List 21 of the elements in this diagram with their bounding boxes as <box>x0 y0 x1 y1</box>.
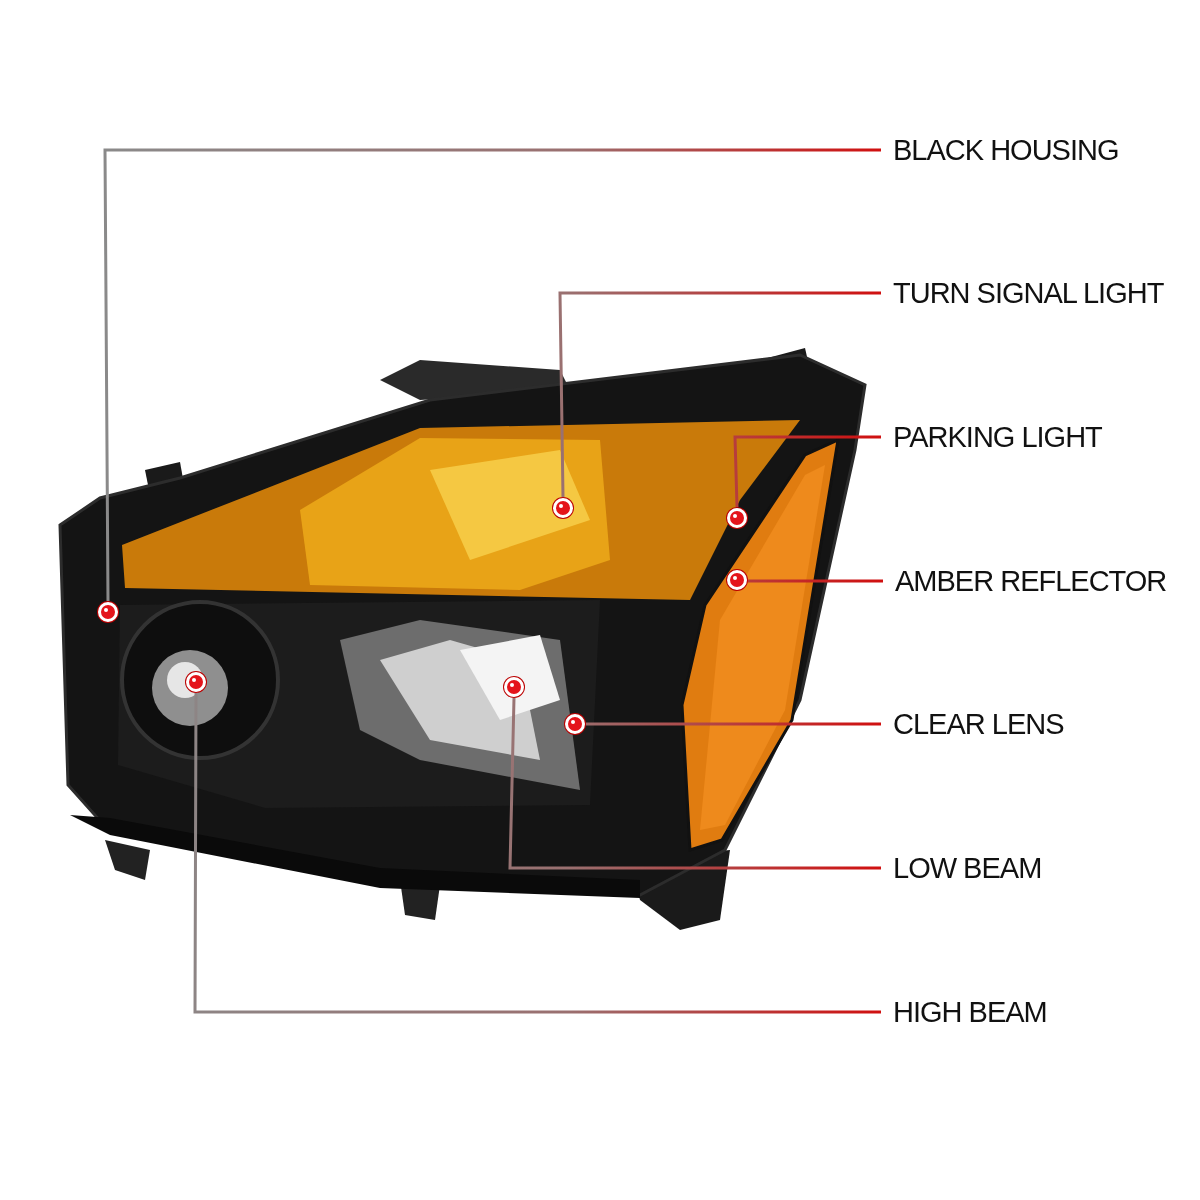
leader-line <box>733 435 881 508</box>
leader-line <box>193 693 881 1014</box>
callout-dot <box>98 602 118 622</box>
callout-label: AMBER REFLECTOR <box>895 563 1167 599</box>
leader-line <box>508 697 881 870</box>
callout-dot <box>727 570 747 590</box>
callout-label: BLACK HOUSING <box>893 132 1119 168</box>
callout-dot <box>186 672 206 692</box>
leader-line <box>586 722 881 726</box>
callout-dot <box>504 677 524 697</box>
callout-dot <box>553 498 573 518</box>
callout-label: PARKING LIGHT <box>893 419 1102 455</box>
callout-dot <box>727 508 747 528</box>
leader-line <box>748 579 883 583</box>
leader-line <box>558 291 881 498</box>
leader-line <box>103 148 881 601</box>
callout-label: TURN SIGNAL LIGHT <box>893 275 1164 311</box>
callout-label: LOW BEAM <box>893 850 1042 886</box>
callout-label: CLEAR LENS <box>893 706 1064 742</box>
callout-label: HIGH BEAM <box>893 994 1047 1030</box>
callout-dot <box>565 714 585 734</box>
